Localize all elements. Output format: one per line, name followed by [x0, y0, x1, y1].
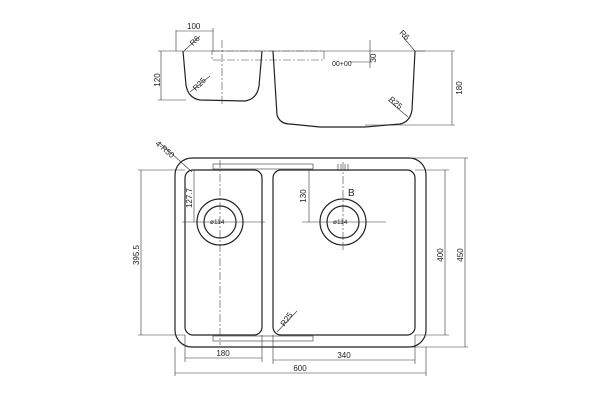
section-view: 100 R6 R6 R25 R25 120 180 30 00+00: [153, 22, 464, 128]
label-drain-left: ø114: [210, 219, 225, 226]
label-r6-right: R6: [398, 28, 412, 42]
label-corner-radius: 4-R50: [154, 139, 177, 160]
dim-120: 120: [153, 73, 162, 87]
dim-395-5: 395.5: [132, 244, 141, 265]
label-r25-plan: R25: [279, 310, 295, 328]
dim-130: 130: [299, 189, 308, 203]
sink-outline: [174, 157, 427, 348]
drain-right-outer: [319, 198, 367, 246]
small-bowl: [184, 169, 263, 336]
dim-340: 340: [337, 351, 351, 360]
label-r25-right: R25: [387, 95, 404, 112]
drain-left-inner: [203, 205, 237, 239]
small-bowl-profile: [182, 50, 263, 102]
drain-right-inner: [326, 205, 360, 239]
dim-30: 30: [369, 53, 378, 62]
section-marker-b: B: [348, 188, 355, 199]
dim-180: 180: [455, 81, 464, 95]
dim-180-plan: 180: [216, 349, 230, 358]
overflow-symbol: 00+00: [332, 61, 352, 68]
dim-127-7: 127.7: [185, 187, 194, 208]
dim-600: 600: [293, 364, 307, 373]
label-drain-right: ø114: [333, 219, 348, 226]
dim-450: 450: [456, 248, 465, 262]
label-r25-left: R25: [191, 76, 208, 93]
large-bowl-profile: [272, 50, 416, 128]
drain-left-outer: [196, 198, 244, 246]
plan-view: ø114 ø114 B 4-R50 127.7 130 R25 395.5 40…: [132, 139, 468, 376]
large-bowl: [272, 169, 416, 336]
dim-400: 400: [436, 248, 445, 262]
dim-100: 100: [187, 22, 201, 31]
